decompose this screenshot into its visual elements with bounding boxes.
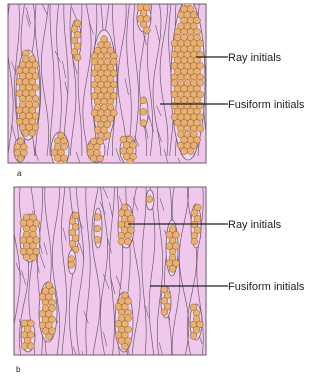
ray-cell xyxy=(74,54,81,61)
ray-cluster xyxy=(16,50,40,140)
ray-cell xyxy=(161,309,168,316)
ray-cluster xyxy=(91,30,117,140)
ray-cell xyxy=(181,148,188,155)
ray-initials-label-a: Ray initials xyxy=(228,52,282,64)
panel-a: Ray initials Fusiform initials a xyxy=(7,0,305,179)
ray-cell xyxy=(140,108,147,115)
panel-b: Ray initials Fusiform initials b xyxy=(12,187,305,374)
ray-cell xyxy=(122,343,129,350)
panel-b-letter: b xyxy=(16,365,21,374)
ray-cell xyxy=(144,27,151,34)
ray-cell xyxy=(94,214,101,221)
ray-cell xyxy=(28,343,35,350)
ray-cluster xyxy=(171,0,205,160)
ray-cluster xyxy=(51,132,69,168)
ray-cell xyxy=(68,261,75,268)
ray-cell xyxy=(17,155,24,162)
ray-cluster xyxy=(115,292,133,352)
ray-cell xyxy=(29,130,36,137)
ray-cell xyxy=(58,160,65,167)
fusiform-initials-label-b: Fusiform initials xyxy=(228,281,305,293)
ray-cell xyxy=(30,254,37,261)
ray-cell xyxy=(126,159,133,166)
fusiform-cell-tip xyxy=(28,162,32,179)
ray-cell xyxy=(125,238,132,245)
ray-cluster xyxy=(87,138,105,162)
ray-cluster xyxy=(39,282,57,342)
ray-cell xyxy=(197,125,204,132)
ray-cell xyxy=(169,266,176,273)
ray-cell xyxy=(118,238,125,245)
ray-cluster xyxy=(21,320,35,352)
ray-cell xyxy=(140,97,147,104)
ray-cell xyxy=(97,155,104,162)
ray-cell xyxy=(21,343,28,350)
fusiform-cell-tip xyxy=(176,354,182,370)
ray-cell xyxy=(140,120,147,127)
ray-cluster xyxy=(118,204,135,248)
fusiform-initials-label-a: Fusiform initials xyxy=(228,99,305,111)
ray-cell xyxy=(190,332,197,339)
ray-cluster xyxy=(69,212,79,253)
ray-cluster xyxy=(161,286,171,318)
ray-cell xyxy=(23,130,30,137)
ray-cell xyxy=(94,236,101,243)
ray-cluster xyxy=(94,208,102,248)
ray-cell xyxy=(191,238,198,245)
ray-cell xyxy=(187,148,194,155)
ray-cell xyxy=(23,254,30,261)
ray-cell xyxy=(146,196,153,203)
ray-cell xyxy=(94,225,101,232)
ray-cluster xyxy=(68,250,76,274)
ray-cell xyxy=(90,155,97,162)
ray-cluster xyxy=(20,214,40,262)
ray-cluster xyxy=(71,20,81,61)
ray-cell xyxy=(104,132,111,139)
panel-a-letter: a xyxy=(17,169,22,178)
ray-cell xyxy=(46,333,53,340)
ray-cluster xyxy=(146,190,154,210)
ray-initials-label-b: Ray initials xyxy=(228,219,282,231)
ray-cluster xyxy=(140,97,148,127)
ray-cluster xyxy=(191,204,201,248)
